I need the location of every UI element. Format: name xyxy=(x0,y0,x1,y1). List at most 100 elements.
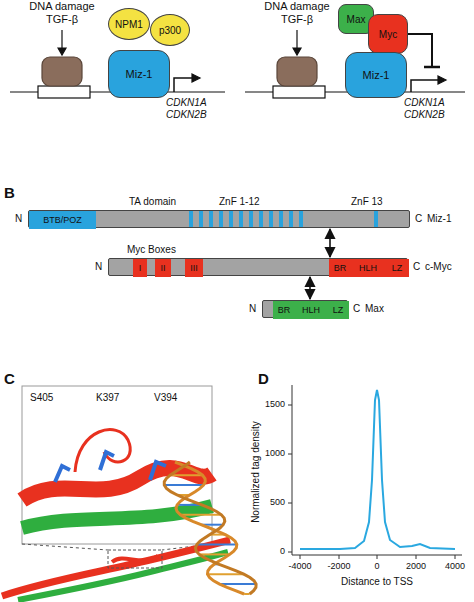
domain-label: Myc Boxes xyxy=(127,244,176,255)
density-curve xyxy=(300,390,455,549)
base-pair xyxy=(220,583,256,585)
panel-a-right xyxy=(245,30,465,98)
stimulus-label: DNA damage TGF-β xyxy=(26,0,98,26)
zinc-finger-stripe xyxy=(269,211,273,227)
residue-label: V394 xyxy=(154,392,194,404)
zinc-finger-stripe xyxy=(199,211,203,227)
domain-box: BR xyxy=(329,259,351,277)
tick xyxy=(288,503,292,504)
node-label: LZ xyxy=(392,263,403,273)
protein-oval: NPM1 xyxy=(108,8,150,40)
base-pair xyxy=(164,484,203,486)
green-helix xyxy=(18,552,228,600)
panel-a-left xyxy=(10,30,225,98)
node-label: Max xyxy=(347,14,366,25)
domain-label: TA domain xyxy=(129,196,176,207)
panel-letter: D xyxy=(258,370,278,388)
tick-label: 0 xyxy=(250,546,285,557)
protein-box: Myc xyxy=(368,14,408,54)
protein-name: c-Myc xyxy=(425,261,452,272)
base-pair xyxy=(180,514,221,516)
tick xyxy=(455,555,456,559)
arrow-head xyxy=(192,74,200,82)
node-label: HLH xyxy=(359,263,377,273)
base-pair xyxy=(199,553,229,555)
bound-factor xyxy=(42,57,82,86)
repression-bar xyxy=(424,66,440,69)
zinc-finger-stripe xyxy=(229,211,233,227)
signal-arrow xyxy=(296,30,297,50)
bound-factor xyxy=(277,57,317,86)
y-axis xyxy=(292,385,293,555)
node-label: Myc xyxy=(379,29,397,40)
tick-label: 1500 xyxy=(250,399,285,410)
node-label: I xyxy=(139,263,142,273)
promoter-element xyxy=(38,86,90,98)
protein-bar: NCMaxBRHLHLZ xyxy=(262,300,348,318)
domain-box: BR xyxy=(273,301,295,319)
gene-label: CDKN1A CDKN2B xyxy=(166,97,220,121)
node-label: p300 xyxy=(159,25,181,36)
domain-box: III xyxy=(185,259,203,277)
interaction-arrow xyxy=(329,229,331,257)
residue-stick xyxy=(55,466,70,482)
promoter-element xyxy=(273,86,325,98)
red-helix xyxy=(22,468,212,500)
protein-name: Miz-1 xyxy=(427,213,451,224)
tick xyxy=(339,555,340,559)
red-loop xyxy=(112,556,158,562)
domain-label: ZnF 1-12 xyxy=(219,196,260,207)
protein-box: Miz-1 xyxy=(108,50,170,98)
domain-label: C xyxy=(413,261,420,272)
tick xyxy=(288,552,292,553)
zinc-finger-stripe xyxy=(249,211,253,227)
tick-label: -2000 xyxy=(319,561,359,572)
zoom-box xyxy=(108,550,162,568)
domain-box: BTB/POZ xyxy=(29,211,96,229)
protein-bar: NMyc BoxesCc-MycIIIIIIBRHLHLZ xyxy=(108,258,408,276)
tick xyxy=(300,555,301,559)
node-label: BTB/POZ xyxy=(43,215,82,225)
dna-strand xyxy=(164,462,256,594)
base-pair xyxy=(197,544,237,546)
axis-title: Normalized tag density xyxy=(250,407,262,537)
domain-label: C xyxy=(415,213,422,224)
node-label: HLH xyxy=(302,305,320,315)
tick-label: 4000 xyxy=(435,561,474,572)
repression-line xyxy=(407,34,432,66)
domain-label: N xyxy=(95,261,102,272)
tick xyxy=(288,454,292,455)
interaction-arrow xyxy=(309,277,311,299)
domain-box: II xyxy=(155,259,171,277)
zoom-line xyxy=(22,544,108,550)
tick xyxy=(377,555,378,559)
signal-arrow xyxy=(61,30,62,50)
structure-panel xyxy=(2,386,256,600)
tick xyxy=(416,555,417,559)
zinc-finger-stripe xyxy=(259,211,263,227)
residue-stick xyxy=(100,452,114,470)
dna-strand xyxy=(175,462,244,594)
tick-label: 0 xyxy=(357,561,397,572)
protein-bar: NTA domainZnF 1-12ZnF 13CMiz-1BTB/POZ xyxy=(28,210,410,228)
residue-label: S405 xyxy=(30,392,70,404)
base-pair xyxy=(244,593,250,595)
zinc-finger-stripe xyxy=(239,211,243,227)
node-label: II xyxy=(160,263,165,273)
zinc-finger-stripe xyxy=(219,211,223,227)
protein-box: Miz-1 xyxy=(345,52,407,98)
domain-label: C xyxy=(353,303,360,314)
gene-arrow xyxy=(411,80,440,92)
protein-oval: p300 xyxy=(150,14,190,46)
node-label: Miz-1 xyxy=(126,68,153,80)
red-loop xyxy=(75,430,130,472)
zinc-finger-stripe xyxy=(209,211,213,227)
node-label: BR xyxy=(334,263,347,273)
zinc-finger-stripe xyxy=(374,211,378,227)
arrow-head xyxy=(58,48,66,55)
node-label: BR xyxy=(278,305,291,315)
base-pair xyxy=(208,573,244,575)
density-plot xyxy=(288,385,462,559)
node-label: III xyxy=(190,263,198,273)
